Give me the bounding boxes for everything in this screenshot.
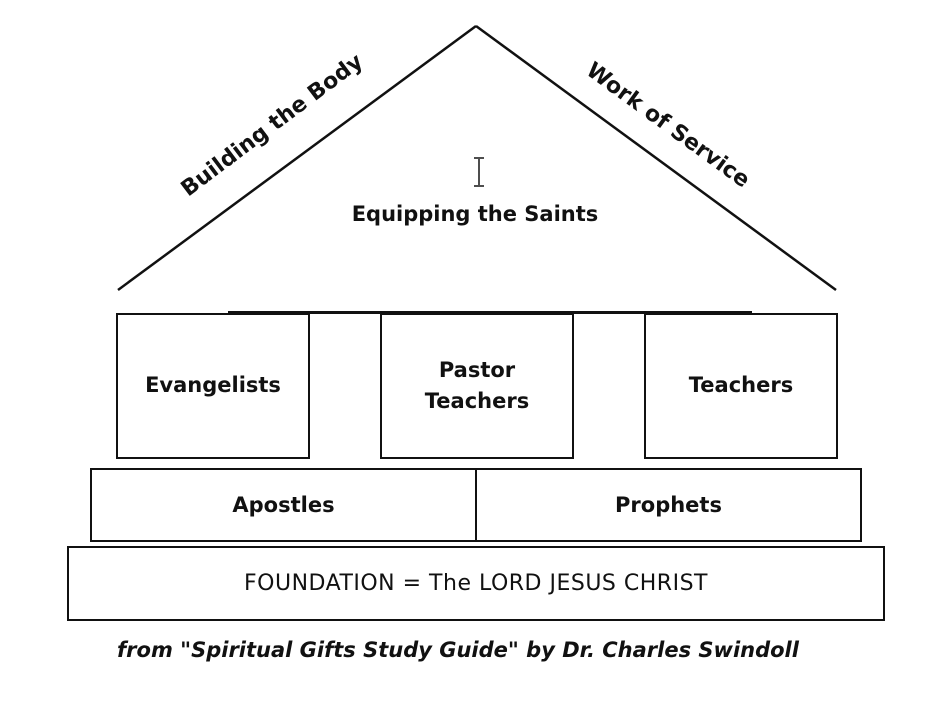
foundation-block: FOUNDATION = The LORD JESUS CHRIST <box>67 546 885 621</box>
column-teachers-label: Teachers <box>688 373 794 398</box>
column-evangelists-label: Evangelists <box>145 373 281 398</box>
column-pastor-label-line1: Pastor <box>438 357 516 382</box>
column-evangelists: Evangelists <box>116 313 310 459</box>
foundation-label: FOUNDATION = The LORD JESUS CHRIST <box>244 571 708 596</box>
column-pastor-teachers: Pastor Teachers <box>380 313 574 459</box>
tier-apostles: Apostles <box>232 493 335 517</box>
text-cursor-icon <box>474 157 484 187</box>
apostles-prophets-tier: Apostles Prophets <box>90 468 862 542</box>
tier-prophets: Prophets <box>475 470 860 540</box>
column-pastor-label-line2: Teachers <box>424 389 530 413</box>
column-beam <box>228 311 752 314</box>
column-teachers: Teachers <box>644 313 838 459</box>
roof-center-label: Equipping the Saints <box>351 202 599 226</box>
source-credit: from "Spiritual Gifts Study Guide" by Dr… <box>117 638 799 662</box>
